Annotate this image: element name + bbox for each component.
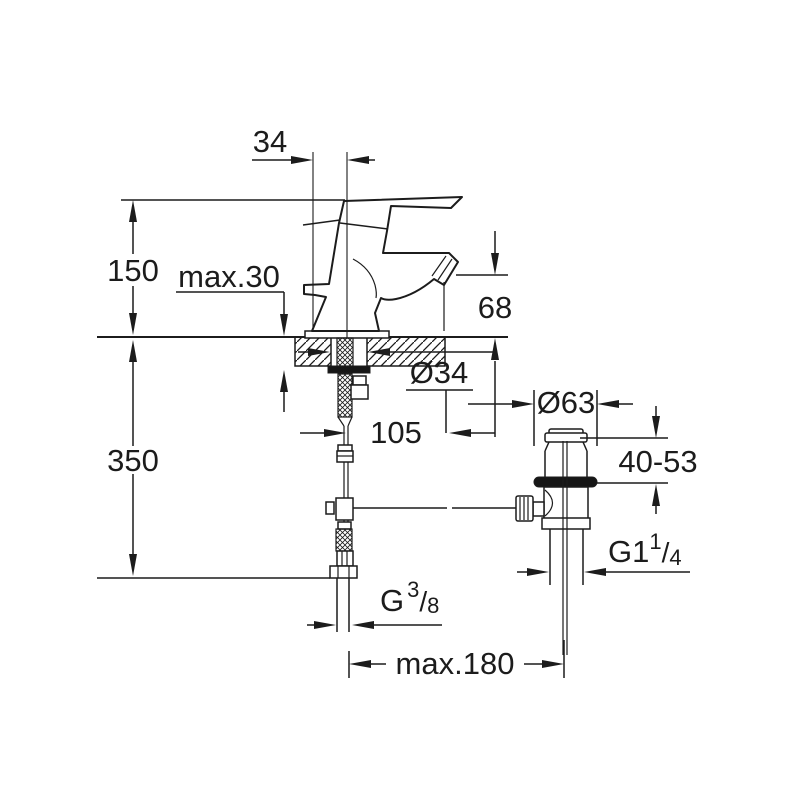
arrow-right-icon	[291, 156, 313, 164]
waste-flange-seal	[533, 476, 598, 488]
body-neck-curve	[352, 258, 377, 299]
dim-label-105: 105	[370, 415, 422, 450]
arrow-right-icon	[308, 348, 330, 356]
waste-inner-rod	[562, 441, 568, 655]
dim-label-o63: Ø63	[537, 385, 596, 420]
braided-hose-upper	[337, 373, 353, 418]
arrow-left-icon	[368, 348, 390, 356]
arrow-right-icon	[542, 660, 564, 668]
valve-body	[543, 486, 589, 518]
faucet	[302, 152, 463, 339]
connection-nut	[329, 565, 358, 579]
pull-rod-upper	[343, 426, 349, 445]
aerator-detail	[431, 255, 453, 281]
arrow-up-icon	[129, 340, 137, 362]
dim-g1-14: G11/4	[517, 529, 690, 576]
faucet-body-outline	[303, 196, 463, 332]
valve-body-curve	[544, 489, 554, 517]
dim-label-40-53: 40-53	[618, 444, 697, 479]
hose-collar	[337, 521, 352, 530]
valve-nut-band	[541, 517, 591, 530]
dim-label-max30: max.30	[178, 259, 280, 294]
arrow-down-icon	[280, 314, 288, 336]
arrow-down-icon	[652, 416, 660, 438]
tailpipe	[549, 529, 584, 585]
arrow-up-icon	[129, 200, 137, 222]
pop-up-waste	[515, 428, 598, 655]
arrow-left-icon	[449, 429, 471, 437]
dim-350: 350	[97, 340, 330, 579]
knob-stem	[532, 501, 545, 517]
supply-and-rod	[325, 337, 516, 632]
dim-34: 34	[252, 124, 375, 164]
dim-68: 68	[456, 231, 512, 437]
handle-rear-line	[302, 219, 341, 226]
arrow-down-icon	[129, 313, 137, 335]
dim-150: 150	[107, 199, 345, 335]
pull-rod-lower	[343, 462, 349, 498]
clamp-screw	[325, 501, 335, 515]
braided-hose-lower	[335, 528, 353, 552]
dim-label-g1-14: G11/4	[608, 529, 682, 570]
dim-max30: max.30	[176, 259, 288, 412]
rod-clamp	[335, 497, 354, 521]
arrow-left-icon	[347, 156, 369, 164]
dim-max180: max.180	[348, 640, 565, 681]
dim-label-350: 350	[107, 443, 159, 478]
mounting-washer	[327, 365, 371, 374]
supply-tube	[336, 578, 350, 632]
arrow-left-icon	[584, 568, 606, 576]
dim-label-68: 68	[478, 290, 512, 325]
arrow-down-icon	[491, 253, 499, 275]
arrow-down-icon	[129, 554, 137, 576]
knob-knurling	[519, 497, 529, 520]
dim-label-o34: Ø34	[410, 355, 469, 390]
threaded-shank	[336, 337, 354, 367]
arrow-up-icon	[280, 370, 288, 392]
arrow-left-icon	[352, 621, 374, 629]
arrow-right-icon	[324, 429, 346, 437]
dim-40-53: 40-53	[580, 406, 698, 514]
arrow-right-icon	[527, 568, 549, 576]
faucet-centerlines	[312, 152, 348, 338]
handle-joint-line	[339, 222, 389, 230]
hose-taper	[337, 416, 353, 427]
rod-coupling-top	[337, 444, 353, 452]
dim-o34: Ø34	[298, 348, 495, 433]
arrow-up-icon	[491, 338, 499, 360]
nut-facets	[337, 566, 350, 578]
mounting-stud	[352, 375, 367, 386]
dim-label-34: 34	[253, 124, 287, 159]
hose-ferrule	[336, 550, 354, 567]
arrow-right-icon	[314, 621, 336, 629]
arrow-left-icon	[597, 400, 619, 408]
dim-105: 105	[300, 415, 495, 450]
arrow-up-icon	[652, 484, 660, 506]
dim-o63: Ø63	[468, 385, 633, 446]
arrow-left-icon	[349, 660, 371, 668]
arrow-right-icon	[512, 400, 534, 408]
dim-label-150: 150	[107, 253, 159, 288]
plug-body	[544, 441, 588, 477]
mounting-nut	[350, 384, 369, 400]
ferrule-facets	[341, 551, 348, 566]
dim-label-max180: max.180	[396, 646, 515, 681]
